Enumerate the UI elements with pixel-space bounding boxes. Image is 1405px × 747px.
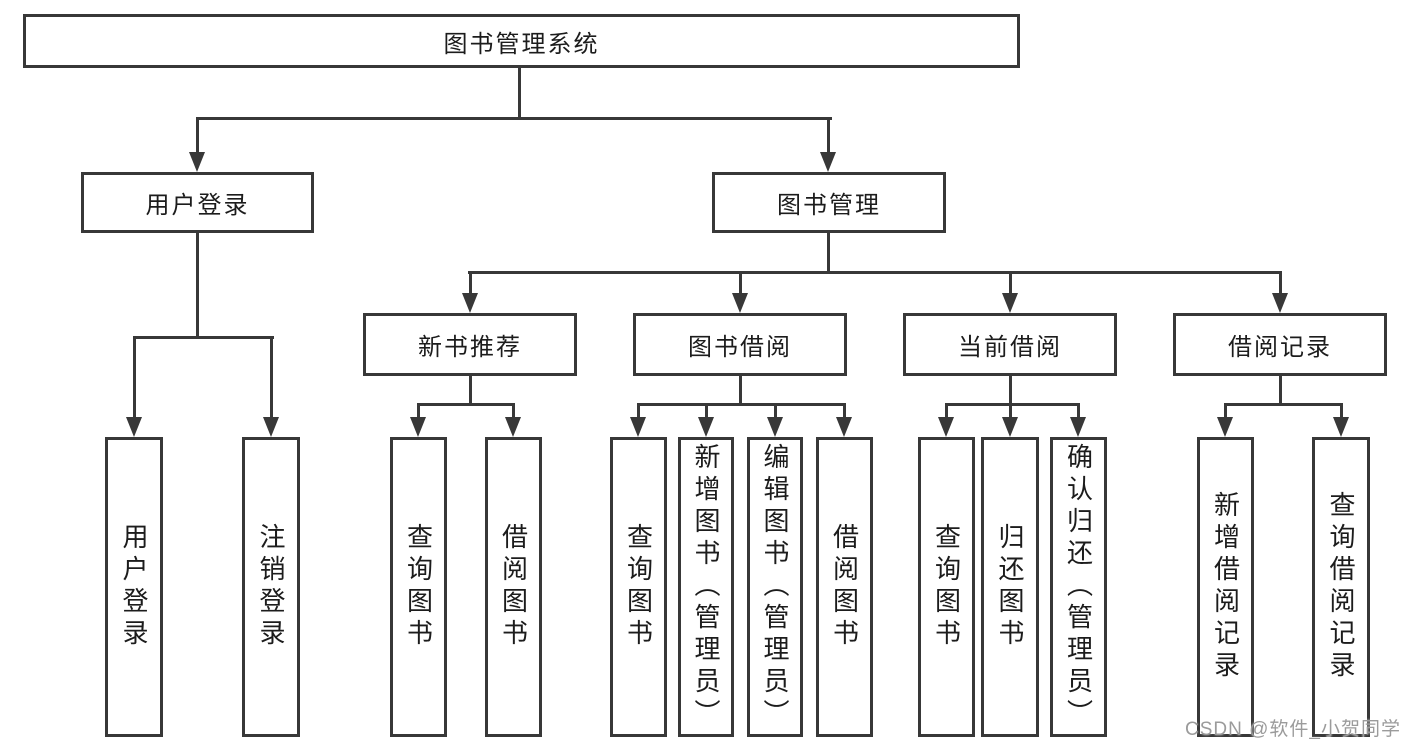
connector-line	[468, 271, 1282, 274]
leaf-query-books-recommendation: 查询图书	[390, 437, 447, 737]
arrowhead-icon	[126, 417, 142, 437]
connector-line	[739, 271, 742, 295]
arrowhead-icon	[1333, 417, 1349, 437]
leaf-query-books-borrowing: 查询图书	[610, 437, 667, 737]
connector-line	[945, 403, 948, 419]
arrowhead-icon	[1002, 417, 1018, 437]
leaf-label: 用户登录	[119, 523, 149, 651]
connector-line	[1009, 403, 1012, 419]
node-label: 图书管理系统	[443, 30, 600, 58]
arrowhead-icon	[836, 417, 852, 437]
connector-line	[469, 271, 472, 295]
leaf-add-borrow-record: 新增借阅记录	[1197, 437, 1254, 737]
leaf-borrow-books-borrowing: 借阅图书	[816, 437, 873, 737]
arrowhead-icon	[263, 417, 279, 437]
arrowhead-icon	[1070, 417, 1086, 437]
connector-line	[417, 403, 515, 406]
node-label: 新书推荐	[418, 334, 522, 361]
connector-line	[133, 336, 136, 419]
leaf-user-login: 用户登录	[105, 437, 163, 737]
connector-line	[637, 403, 640, 419]
connector-line	[417, 403, 420, 419]
node-label: 借阅记录	[1228, 334, 1332, 361]
arrowhead-icon	[1002, 293, 1018, 313]
leaf-confirm-return-admin: 确认归还（管理员）	[1050, 437, 1107, 737]
connector-line	[270, 336, 273, 419]
leaf-label: 注销登录	[256, 523, 286, 651]
connector-line	[518, 68, 521, 118]
leaf-edit-book-admin: 编辑图书（管理员）	[747, 437, 803, 737]
node-label: 用户登录	[145, 192, 250, 219]
watermark: CSDN @软件_小贺同学	[1185, 719, 1401, 740]
leaf-label: 查询图书	[403, 523, 434, 651]
arrowhead-icon	[1272, 293, 1288, 313]
leaf-label: 新增图书（管理员）	[691, 443, 721, 731]
leaf-query-books-current: 查询图书	[918, 437, 975, 737]
leaf-label: 查询图书	[623, 523, 654, 651]
connector-line	[1224, 403, 1343, 406]
leaf-label: 新增借阅记录	[1210, 491, 1241, 683]
arrowhead-icon	[630, 417, 646, 437]
connector-line	[196, 117, 832, 120]
connector-line	[512, 403, 515, 419]
leaf-add-book-admin: 新增图书（管理员）	[678, 437, 734, 737]
connector-line	[774, 403, 777, 419]
node-user-login: 用户登录	[81, 172, 314, 233]
node-label: 图书借阅	[688, 334, 792, 361]
connector-line	[1009, 375, 1012, 406]
leaf-label: 归还图书	[995, 523, 1025, 651]
leaf-borrow-books-recommendation: 借阅图书	[485, 437, 542, 737]
arrowhead-icon	[820, 152, 836, 172]
leaf-logout: 注销登录	[242, 437, 300, 737]
connector-line	[1279, 271, 1282, 295]
arrowhead-icon	[410, 417, 426, 437]
connector-line	[1009, 271, 1012, 295]
arrowhead-icon	[505, 417, 521, 437]
leaf-label: 借阅图书	[498, 523, 529, 651]
arrowhead-icon	[732, 293, 748, 313]
connector-line	[1340, 403, 1343, 419]
connector-line	[827, 232, 830, 274]
node-label: 当前借阅	[958, 334, 1062, 361]
connector-line	[196, 117, 199, 155]
leaf-label: 编辑图书（管理员）	[760, 443, 790, 731]
connector-line	[1279, 375, 1282, 406]
node-library-management-system: 图书管理系统	[23, 14, 1020, 68]
node-borrowing-records: 借阅记录	[1173, 313, 1387, 376]
node-book-management: 图书管理	[712, 172, 946, 233]
leaf-label: 查询图书	[931, 523, 962, 651]
connector-line	[739, 375, 742, 406]
connector-line	[637, 403, 846, 406]
arrowhead-icon	[462, 293, 478, 313]
arrowhead-icon	[938, 417, 954, 437]
arrowhead-icon	[698, 417, 714, 437]
leaf-label: 确认归还（管理员）	[1063, 443, 1094, 731]
node-current-borrowing: 当前借阅	[903, 313, 1117, 376]
connector-line	[827, 117, 830, 155]
connector-line	[1077, 403, 1080, 419]
connector-line	[843, 403, 846, 419]
arrowhead-icon	[1217, 417, 1233, 437]
leaf-label: 查询借阅记录	[1326, 491, 1356, 683]
node-new-book-recommendation: 新书推荐	[363, 313, 577, 376]
arrowhead-icon	[767, 417, 783, 437]
connector-line	[945, 403, 1080, 406]
connector-line	[133, 336, 274, 339]
node-book-borrowing: 图书借阅	[633, 313, 847, 376]
connector-line	[705, 403, 708, 419]
leaf-return-books: 归还图书	[981, 437, 1039, 737]
arrowhead-icon	[189, 152, 205, 172]
connector-line	[469, 375, 472, 406]
leaf-label: 借阅图书	[829, 523, 860, 651]
connector-line	[1224, 403, 1227, 419]
node-label: 图书管理	[777, 192, 881, 219]
leaf-query-borrow-record: 查询借阅记录	[1312, 437, 1370, 737]
connector-line	[196, 232, 199, 339]
